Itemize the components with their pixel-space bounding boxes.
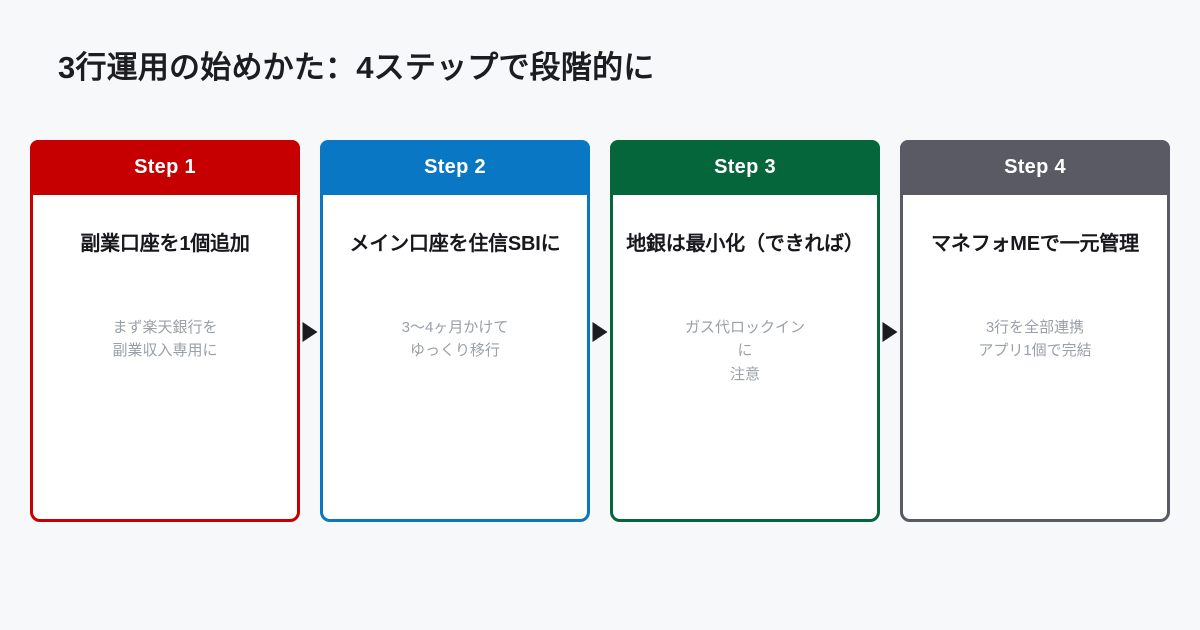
triangle-right-icon — [592, 322, 608, 342]
step-card-4-subtitle: 3行を全部連携 アプリ1個で完結 — [978, 319, 1092, 360]
step-card-4-header-label: Step 4 — [1004, 156, 1066, 178]
step-card-1-body: 副業口座を1個追加 まず楽天銀行を 副業収入専用に — [33, 195, 297, 519]
step-card-2-subtitle: 3〜4ヶ月かけて ゆっくり移行 — [401, 319, 509, 360]
step-card-4-title: マネフォMEで一元管理 — [931, 233, 1139, 255]
step-card-3-title: 地銀は最小化（できれば） — [626, 233, 864, 255]
step-card-4: Step 4 マネフォMEで一元管理 3行を全部連携 アプリ1個で完結 — [900, 140, 1170, 522]
step-card-4-header: Step 4 — [900, 140, 1170, 195]
step-card-3: Step 3 地銀は最小化（できれば） ガス代ロックインに 注意 — [610, 140, 880, 522]
step-card-3-subtitle: ガス代ロックインに 注意 — [684, 319, 805, 383]
step-card-2-header-label: Step 2 — [424, 156, 486, 178]
step-card-2: Step 2 メイン口座を住信SBIに 3〜4ヶ月かけて ゆっくり移行 — [320, 140, 590, 522]
step-card-2-header: Step 2 — [320, 140, 590, 195]
step-card-1-header-label: Step 1 — [134, 156, 196, 178]
step-card-4-body: マネフォMEで一元管理 3行を全部連携 アプリ1個で完結 — [903, 195, 1167, 519]
arrow-connector-1 — [300, 140, 320, 522]
step-card-1: Step 1 副業口座を1個追加 まず楽天銀行を 副業収入専用に — [30, 140, 300, 522]
step-card-2-body: メイン口座を住信SBIに 3〜4ヶ月かけて ゆっくり移行 — [323, 195, 587, 519]
step-flow-diagram: Step 1 副業口座を1個追加 まず楽天銀行を 副業収入専用に Step 2 … — [30, 140, 1170, 522]
step-card-1-title: 副業口座を1個追加 — [80, 233, 250, 255]
step-card-1-subtitle: まず楽天銀行を 副業収入専用に — [112, 319, 218, 360]
arrow-connector-2 — [590, 140, 610, 522]
page-title: 3行運用の始めかた：4ステップで段階的に — [58, 50, 655, 85]
step-card-3-header: Step 3 — [610, 140, 880, 195]
step-card-3-body: 地銀は最小化（できれば） ガス代ロックインに 注意 — [613, 195, 877, 519]
triangle-right-icon — [302, 322, 318, 342]
step-card-2-title: メイン口座を住信SBIに — [349, 233, 561, 255]
triangle-right-icon — [882, 322, 898, 342]
step-card-3-header-label: Step 3 — [714, 156, 776, 178]
step-card-1-header: Step 1 — [30, 140, 300, 195]
arrow-connector-3 — [880, 140, 900, 522]
